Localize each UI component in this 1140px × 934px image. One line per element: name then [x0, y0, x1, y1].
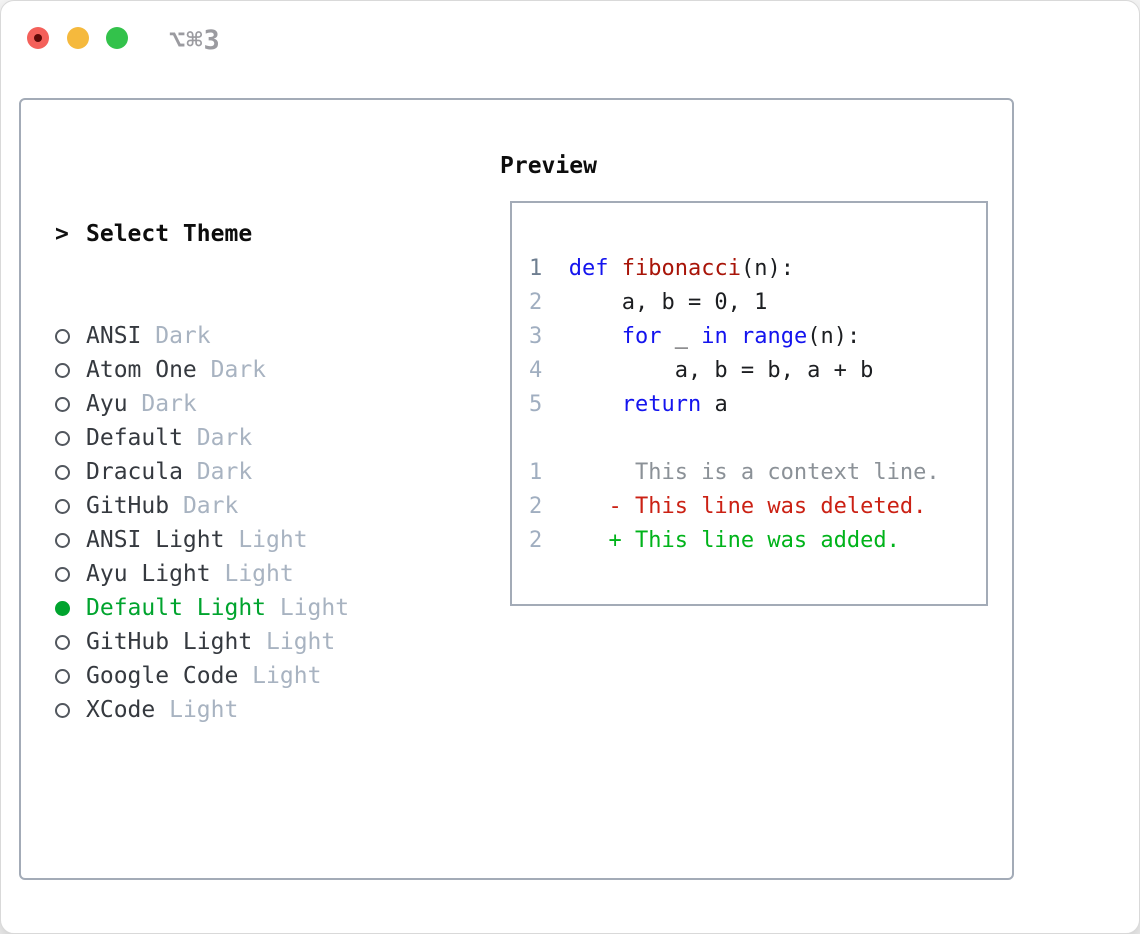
theme-name: Default Light [86, 595, 267, 621]
close-button[interactable] [27, 27, 49, 49]
code-line: 1 def fibonacci(n): [529, 256, 794, 281]
radio-selected-icon [55, 600, 86, 616]
code-line: 4 a, b = b, a + b [529, 358, 874, 383]
theme-variant-badge: Dark [141, 323, 211, 349]
theme-list-item[interactable]: Default Dark [55, 421, 443, 455]
theme-name: ANSI [86, 323, 142, 349]
theme-list-item[interactable]: Google Code Light [55, 659, 443, 693]
theme-variant-badge: Light [252, 629, 336, 655]
theme-variant-badge: Dark [182, 459, 253, 485]
spacer [55, 829, 443, 863]
code-line: 2 a, b = 0, 1 [529, 290, 768, 315]
preview-pane: 1 def fibonacci(n): 2 a, b = 0, 1 3 for _ … [510, 201, 988, 606]
theme-variant-badge: Light [224, 527, 308, 553]
theme-list-item[interactable]: Ayu Dark [55, 387, 443, 421]
code-line [529, 422, 940, 456]
theme-variant-badge: Dark [182, 425, 253, 451]
radio-icon [55, 668, 86, 684]
radio-icon [55, 498, 86, 514]
titlebar: ⌥⌘3 [1, 1, 1139, 73]
theme-list-item[interactable]: GitHub Light Light [55, 625, 443, 659]
theme-name: Ayu [86, 391, 128, 417]
minimize-button[interactable] [67, 27, 89, 49]
theme-name: ANSI Light [86, 527, 225, 553]
select-theme-label: Select Theme [86, 221, 253, 247]
theme-list-item[interactable]: ANSI Dark [55, 319, 443, 353]
window-title: ⌥⌘3 [169, 25, 221, 56]
radio-icon [55, 362, 86, 378]
code-preview: 1 def fibonacci(n): 2 a, b = 0, 1 3 for _ … [529, 252, 940, 558]
theme-name: Ayu Light [86, 561, 211, 587]
code-line: 2 + This line was added. [529, 528, 900, 553]
theme-variant-badge: Dark [127, 391, 197, 417]
theme-name: GitHub [86, 493, 170, 519]
theme-name: XCode [86, 697, 156, 723]
theme-list-item[interactable]: Atom One Dark [55, 353, 443, 387]
preview-header: Preview [500, 153, 597, 179]
code-line: 5 return a [529, 392, 728, 417]
theme-variant-badge: Dark [196, 357, 267, 383]
focus-chevron-icon: > [55, 221, 69, 247]
radio-icon [55, 328, 86, 344]
radio-icon [55, 430, 86, 446]
theme-variant-badge: Light [210, 561, 294, 587]
theme-name: Default [86, 425, 183, 451]
code-line: 2 - This line was deleted. [529, 494, 927, 519]
theme-variant-badge: Light [155, 697, 239, 723]
theme-name: GitHub Light [86, 629, 253, 655]
code-line: 1 This is a context line. [529, 460, 940, 485]
zoom-button[interactable] [106, 27, 128, 49]
theme-list-item[interactable]: GitHub Dark [55, 489, 443, 523]
theme-name: Atom One [86, 357, 197, 383]
radio-icon [55, 634, 86, 650]
theme-variant-badge: Light [266, 595, 350, 621]
radio-icon [55, 396, 86, 412]
radio-icon [55, 702, 86, 718]
theme-variant-badge: Light [238, 663, 322, 689]
theme-variant-badge: Dark [169, 493, 239, 519]
radio-icon [55, 532, 86, 548]
theme-list-item[interactable]: Default Light Light [55, 591, 443, 625]
theme-list-item[interactable]: XCode Light [55, 693, 443, 727]
theme-name: Dracula [86, 459, 183, 485]
radio-icon [55, 464, 86, 480]
theme-list-item[interactable]: Dracula Dark [55, 455, 443, 489]
theme-name: Google Code [86, 663, 239, 689]
select-theme-header: > Select Theme [55, 217, 443, 251]
theme-list-item[interactable]: ANSI Light Light [55, 523, 443, 557]
code-line: 3 for _ in range(n): [529, 324, 861, 349]
radio-icon [55, 566, 86, 582]
theme-list-item[interactable]: Ayu Light Light [55, 557, 443, 591]
